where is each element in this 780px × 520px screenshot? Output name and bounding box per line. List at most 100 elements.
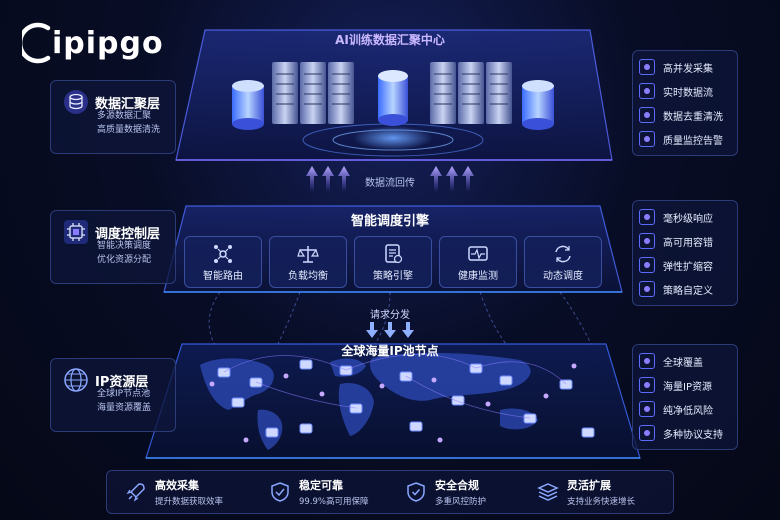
module-health-monitor: 健康监测 xyxy=(439,236,517,288)
benefit-title: 安全合规 xyxy=(435,479,479,492)
feature-label: 毫秒级响应 xyxy=(663,213,713,225)
benefit-flexible-scaling: 灵活扩展 支持业务快速增长 xyxy=(537,471,635,513)
module-label: 健康监测 xyxy=(458,271,498,282)
benefit-stable-reliable: 稳定可靠 99.9%高可用保障 xyxy=(269,471,369,513)
module-load-balancing: 负载均衡 xyxy=(269,236,347,288)
feature-bullet-icon xyxy=(639,257,655,273)
feature-label: 全球覆盖 xyxy=(663,357,703,369)
feature-bullet-icon xyxy=(639,425,655,441)
feature-bullet-icon xyxy=(639,59,655,75)
chip-icon xyxy=(64,220,88,244)
benefit-efficient-collection: 高效采集 提升数据获取效率 xyxy=(125,471,223,513)
network-hub-icon xyxy=(214,245,232,263)
feature-item: 毫秒级响应 xyxy=(639,205,731,229)
upstream-arrows xyxy=(306,166,474,192)
brand-logo: ipipgo xyxy=(22,20,164,66)
refresh-cycle-icon xyxy=(555,245,571,263)
benefit-title: 稳定可靠 xyxy=(299,479,343,492)
downstream-flow-label: 请求分发 xyxy=(370,310,410,321)
policy-document-icon xyxy=(385,244,403,264)
layer-title: IP资源层 xyxy=(95,374,149,390)
security-shield-icon xyxy=(407,482,425,502)
downstream-arrows xyxy=(366,322,414,338)
benefit-desc: 提升数据获取效率 xyxy=(155,497,224,507)
layer-desc-line: 多源数据汇聚 xyxy=(97,111,152,121)
ip-node-markers xyxy=(209,359,595,443)
feature-item: 纯净低风险 xyxy=(639,397,731,421)
balance-scale-icon xyxy=(297,246,319,263)
feature-item: 实时数据流 xyxy=(639,79,731,103)
layer-desc-line: 高质量数据清洗 xyxy=(97,125,161,135)
feature-list-middle: 毫秒级响应 高可用容错 弹性扩缩容 策略自定义 xyxy=(632,200,738,306)
feature-item: 全球覆盖 xyxy=(639,349,731,373)
benefit-secure-compliant: 安全合规 多重风控防护 xyxy=(405,471,486,513)
feature-item: 高并发采集 xyxy=(639,55,731,79)
middle-platform-title: 智能调度引擎 xyxy=(350,214,429,229)
rack-lights xyxy=(276,73,508,105)
feature-bullet-icon xyxy=(639,83,655,99)
feature-item: 质量监控告警 xyxy=(639,127,731,151)
upstream-flow-label: 数据流回传 xyxy=(365,178,415,189)
benefit-title: 高效采集 xyxy=(155,479,199,492)
feature-label: 高可用容错 xyxy=(663,237,713,249)
feature-label: 质量监控告警 xyxy=(663,135,723,147)
feature-bullet-icon xyxy=(639,353,655,369)
benefit-desc: 支持业务快速增长 xyxy=(567,497,636,507)
layer-card-data-aggregation: 数据汇聚层 多源数据汇聚 高质量数据清洗 xyxy=(50,80,176,154)
rocket-icon xyxy=(126,483,145,502)
feature-label: 多种协议支持 xyxy=(663,429,723,441)
server-rack-icon xyxy=(272,62,512,124)
feature-list-bottom: 全球覆盖 海量IP资源 纯净低风险 多种协议支持 xyxy=(632,344,738,450)
layers-icon xyxy=(537,483,559,501)
feature-bullet-icon xyxy=(639,209,655,225)
top-platform-title: AI训练数据汇聚中心 xyxy=(335,33,445,47)
globe-icon xyxy=(64,368,88,392)
feature-bullet-icon xyxy=(639,233,655,249)
module-label: 智能路由 xyxy=(203,271,243,282)
feature-item: 海量IP资源 xyxy=(639,373,731,397)
module-label: 负载均衡 xyxy=(288,271,328,282)
feature-bullet-icon xyxy=(639,401,655,417)
node-arcs xyxy=(223,354,567,419)
feature-label: 高并发采集 xyxy=(663,63,713,75)
feature-label: 海量IP资源 xyxy=(663,381,712,393)
shield-check-icon xyxy=(271,482,289,502)
layer-card-ip-resource: IP资源层 全球IP节点池 海量资源覆盖 xyxy=(50,358,176,432)
module-label: 动态调度 xyxy=(543,271,583,282)
layer-title: 数据汇聚层 xyxy=(95,96,161,112)
feature-bullet-icon xyxy=(639,281,655,297)
layer-desc-line: 海量资源覆盖 xyxy=(97,403,152,413)
heartbeat-monitor-icon xyxy=(468,246,488,261)
feature-item: 弹性扩缩容 xyxy=(639,253,731,277)
benefit-title: 灵活扩展 xyxy=(567,479,611,492)
feature-item: 数据去重清洗 xyxy=(639,103,731,127)
layer-card-scheduling-control: 调度控制层 智能决策调度 优化资源分配 xyxy=(50,210,176,284)
feature-list-top: 高并发采集 实时数据流 数据去重清洗 质量监控告警 xyxy=(632,50,738,156)
feature-item: 策略自定义 xyxy=(639,277,731,301)
feature-label: 数据去重清洗 xyxy=(663,111,723,123)
feature-label: 实时数据流 xyxy=(663,87,713,99)
logo-mark-icon xyxy=(22,22,51,64)
benefit-desc: 99.9%高可用保障 xyxy=(299,497,369,507)
module-smart-routing: 智能路由 xyxy=(184,236,262,288)
module-policy-engine: 策略引擎 xyxy=(354,236,432,288)
feature-label: 策略自定义 xyxy=(663,285,713,297)
feature-bullet-icon xyxy=(639,107,655,123)
bottom-platform-title: 全球海量IP池节点 xyxy=(341,344,439,358)
feature-bullet-icon xyxy=(639,377,655,393)
brand-name: ipipgo xyxy=(52,25,164,61)
feature-item: 高可用容错 xyxy=(639,229,731,253)
benefits-bar: 高效采集 提升数据获取效率 稳定可靠 99.9%高可用保障 安全合规 多重风控防… xyxy=(106,470,674,514)
database-cylinder-icon xyxy=(232,70,554,130)
database-icon xyxy=(64,90,88,114)
feature-label: 弹性扩缩容 xyxy=(663,261,713,273)
feature-item: 多种协议支持 xyxy=(639,421,731,445)
feature-label: 纯净低风险 xyxy=(663,405,713,417)
layer-desc-line: 全球IP节点池 xyxy=(97,389,151,399)
benefit-desc: 多重风控防护 xyxy=(435,497,487,507)
module-label: 策略引擎 xyxy=(373,271,413,282)
layer-desc-line: 智能决策调度 xyxy=(97,241,152,251)
layer-title: 调度控制层 xyxy=(95,226,161,242)
layer-desc-line: 优化资源分配 xyxy=(97,255,152,265)
feature-bullet-icon xyxy=(639,131,655,147)
